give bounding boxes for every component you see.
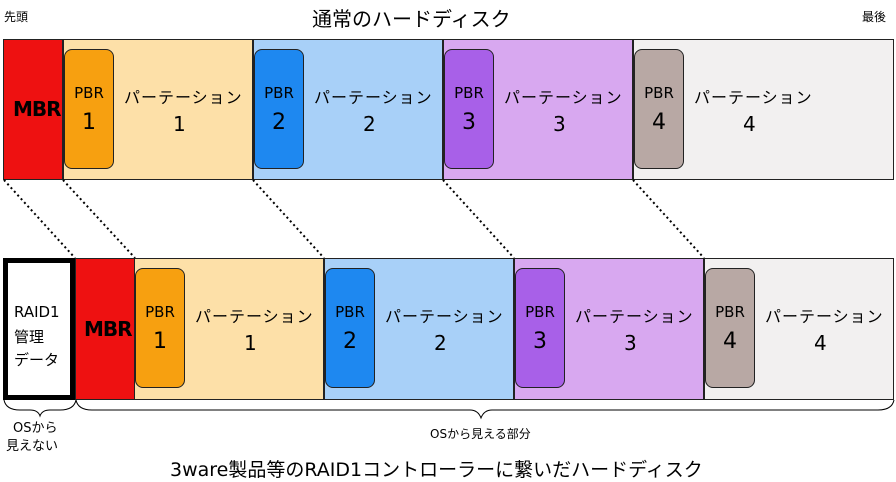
hidden-label-line2: 見えない bbox=[6, 439, 59, 454]
bottom-partition-label-4: パーテーション bbox=[765, 307, 884, 326]
top-partition-label-3: パーテーション bbox=[504, 88, 623, 107]
top-partition-label-4: パーテーション bbox=[694, 88, 813, 107]
top-pbr-label-4: PBR bbox=[644, 84, 674, 102]
top-pbr-number-4: 4 bbox=[652, 110, 666, 135]
connector-mbr-right bbox=[62, 179, 136, 259]
top-pbr-number-2: 2 bbox=[272, 110, 286, 135]
bottom-partition-number-4: 4 bbox=[814, 331, 827, 355]
top-pbr-4: PBR 4 bbox=[634, 49, 684, 169]
bottom-partition-1: PBR 1 パーテーション 1 bbox=[134, 258, 324, 400]
bottom-pbr-label-4: PBR bbox=[715, 303, 745, 321]
bottom-mbr-label: MBR bbox=[84, 317, 133, 341]
bottom-partition-3: PBR 3 パーテーション 3 bbox=[514, 258, 704, 400]
raid1-label-line1: RAID1 bbox=[14, 303, 60, 321]
connector-p3 bbox=[632, 179, 705, 259]
top-partition-4: PBR 4 パーテーション 4 bbox=[633, 39, 894, 180]
bottom-pbr-1: PBR 1 bbox=[135, 268, 185, 388]
top-partition-number-1: 1 bbox=[173, 112, 186, 136]
bottom-partition-number-1: 1 bbox=[244, 331, 257, 355]
raid1-label-line2: 管理 bbox=[14, 328, 45, 346]
hidden-label-line1: OSから bbox=[13, 421, 58, 436]
top-partition-label-1: パーテーション bbox=[124, 88, 243, 107]
bottom-pbr-number-2: 2 bbox=[343, 329, 357, 354]
top-partition-3: PBR 3 パーテーション 3 bbox=[443, 39, 633, 180]
connector-p2 bbox=[442, 179, 515, 259]
top-partition-number-4: 4 bbox=[743, 112, 756, 136]
start-label: 先頭 bbox=[4, 10, 29, 24]
bottom-partition-4: PBR 4 パーテーション 4 bbox=[704, 258, 894, 400]
top-pbr-label-3: PBR bbox=[454, 84, 484, 102]
top-pbr-number-1: 1 bbox=[82, 110, 96, 135]
bottom-pbr-label-3: PBR bbox=[525, 303, 555, 321]
bottom-caption: 3ware製品等のRAID1コントローラーに繋いだハードディスク bbox=[170, 459, 703, 481]
top-partition-2: PBR 2 パーテーション 2 bbox=[253, 39, 443, 180]
end-label: 最後 bbox=[862, 10, 887, 24]
bottom-pbr-number-4: 4 bbox=[723, 329, 737, 354]
bottom-pbr-number-1: 1 bbox=[153, 329, 167, 354]
top-pbr-2: PBR 2 bbox=[254, 49, 304, 169]
top-partition-label-2: パーテーション bbox=[314, 88, 433, 107]
connector-p1 bbox=[252, 179, 325, 259]
brace-hidden bbox=[3, 399, 77, 418]
bottom-partition-number-2: 2 bbox=[434, 331, 447, 355]
raid1-label-line3: データ bbox=[14, 351, 60, 369]
brace-visible bbox=[75, 399, 895, 420]
top-pbr-label-1: PBR bbox=[74, 84, 104, 102]
top-pbr-3: PBR 3 bbox=[444, 49, 494, 169]
top-title: 通常のハードディスク bbox=[312, 7, 511, 31]
top-partition-1: PBR 1 パーテーション 1 bbox=[63, 39, 253, 180]
top-partition-number-2: 2 bbox=[363, 112, 376, 136]
bottom-partition-label-1: パーテーション bbox=[195, 307, 314, 326]
bottom-pbr-4: PBR 4 bbox=[705, 268, 755, 388]
top-mbr-label: MBR bbox=[13, 97, 62, 121]
bottom-pbr-label-1: PBR bbox=[145, 303, 175, 321]
bottom-pbr-number-3: 3 bbox=[533, 329, 547, 354]
visible-label: OSから見える部分 bbox=[430, 427, 531, 441]
bottom-partition-label-3: パーテーション bbox=[575, 307, 694, 326]
top-pbr-number-3: 3 bbox=[462, 110, 476, 135]
bottom-pbr-2: PBR 2 bbox=[325, 268, 375, 388]
bottom-partition-2: PBR 2 パーテーション 2 bbox=[324, 258, 514, 400]
bottom-partition-number-3: 3 bbox=[624, 331, 637, 355]
bottom-partition-label-2: パーテーション bbox=[385, 307, 504, 326]
bottom-mbr-block: MBR bbox=[75, 258, 135, 400]
connector-mbr-left bbox=[3, 179, 76, 259]
bottom-pbr-3: PBR 3 bbox=[515, 268, 565, 388]
top-partition-number-3: 3 bbox=[553, 112, 566, 136]
bottom-pbr-label-2: PBR bbox=[335, 303, 365, 321]
top-mbr-block: MBR bbox=[3, 39, 63, 180]
top-pbr-label-2: PBR bbox=[264, 84, 294, 102]
raid1-data-block: RAID1 管理 データ bbox=[3, 258, 75, 400]
top-pbr-1: PBR 1 bbox=[64, 49, 114, 169]
